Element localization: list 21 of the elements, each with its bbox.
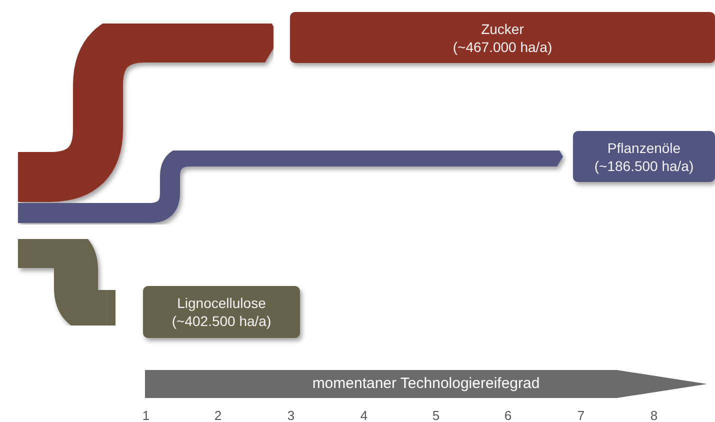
scale-number: 8 xyxy=(650,409,658,422)
category-name: Lignocellulose xyxy=(177,294,266,312)
flow-band xyxy=(18,146,563,223)
category-name: Zucker xyxy=(481,20,524,38)
scale-number: 3 xyxy=(287,409,295,422)
flow-band xyxy=(18,12,280,202)
scale-number: 1 xyxy=(142,409,150,422)
scale-number: 7 xyxy=(577,409,585,422)
area-value: (~186.500 ha/a) xyxy=(594,156,694,174)
flow-band xyxy=(18,224,133,334)
scale-number: 2 xyxy=(214,409,222,422)
scale-number: 6 xyxy=(504,409,512,422)
category-box xyxy=(143,286,300,338)
area-value: (~467.000 ha/a) xyxy=(452,38,552,56)
category-box xyxy=(290,12,715,63)
category-name: Pflanzenöle xyxy=(607,138,681,156)
scale-number: 4 xyxy=(360,409,368,422)
scale-number: 5 xyxy=(432,409,440,422)
area-value: (~402.500 ha/a) xyxy=(172,312,272,330)
category-box xyxy=(573,131,715,182)
arrow-label: momentaner Technologiereifegrad xyxy=(312,374,540,394)
